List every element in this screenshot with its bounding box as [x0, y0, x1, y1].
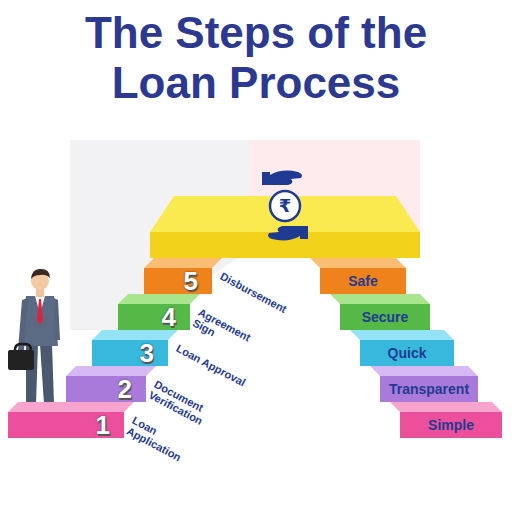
- briefcase: [8, 350, 34, 370]
- step-top: [92, 330, 178, 340]
- arm: [18, 298, 28, 350]
- numbered-step: 5Disbursement: [144, 268, 212, 294]
- hand-icon: [270, 171, 302, 185]
- step-caption: Loan Approval: [174, 342, 254, 392]
- step-shape: [118, 304, 190, 330]
- step-label: Secure: [362, 304, 409, 330]
- step-number: 2: [118, 376, 146, 402]
- feature-step: Simple: [400, 412, 502, 438]
- step-top: [350, 330, 454, 340]
- arm: [54, 298, 60, 340]
- step-front: [360, 340, 454, 366]
- step-shape: [66, 376, 146, 402]
- currency-symbol: ₹: [279, 193, 292, 219]
- step-number: 5: [184, 268, 212, 294]
- step-front: [144, 268, 212, 294]
- numbered-step: 1Loan Application: [8, 412, 124, 438]
- step-top: [66, 366, 156, 376]
- step-front: [400, 412, 502, 438]
- step-front: [340, 304, 430, 330]
- step-label: Transparent: [389, 376, 469, 402]
- feature-step: Quick: [360, 340, 454, 366]
- step-front: [66, 376, 146, 402]
- hair: [31, 269, 50, 279]
- step-number: 4: [162, 304, 190, 330]
- step-caption: Disbursement: [218, 270, 298, 320]
- step-number: 3: [140, 340, 168, 366]
- step-front: [118, 304, 190, 330]
- step-label: Safe: [348, 268, 378, 294]
- coin-icon: [270, 191, 300, 221]
- step-top: [330, 294, 430, 304]
- step-number: 1: [96, 412, 124, 438]
- hand-cuff: [300, 226, 308, 239]
- step-top: [118, 294, 200, 304]
- numbered-step: 4Agreement Sign: [118, 304, 190, 330]
- title-box: The Steps of the Loan Process: [0, 8, 512, 108]
- step-shape: [92, 340, 168, 366]
- step-top: [8, 402, 134, 412]
- label-box: ₹: [270, 193, 300, 219]
- step-top: [310, 258, 406, 268]
- step-top: [390, 402, 502, 412]
- leg: [40, 344, 54, 404]
- step-shape: [144, 268, 212, 294]
- numbered-step: 3Loan Approval: [92, 340, 168, 366]
- step-label: Quick: [388, 340, 427, 366]
- step-front: [8, 412, 124, 438]
- step-top: [144, 258, 222, 268]
- step-front: [92, 340, 168, 366]
- hand-cuff: [262, 172, 270, 185]
- step-front: [380, 376, 478, 402]
- tie: [37, 299, 43, 325]
- feature-step: Secure: [340, 304, 430, 330]
- step-label: Simple: [428, 412, 474, 438]
- feature-step: Safe: [320, 268, 406, 294]
- numbered-step: 2Document Verification: [66, 376, 146, 402]
- step-top: [370, 366, 478, 376]
- title: The Steps of the Loan Process: [36, 8, 476, 108]
- feature-step: Transparent: [380, 376, 478, 402]
- briefcase-handle: [15, 344, 31, 350]
- hand-icon: [268, 226, 300, 240]
- step-front: [320, 268, 406, 294]
